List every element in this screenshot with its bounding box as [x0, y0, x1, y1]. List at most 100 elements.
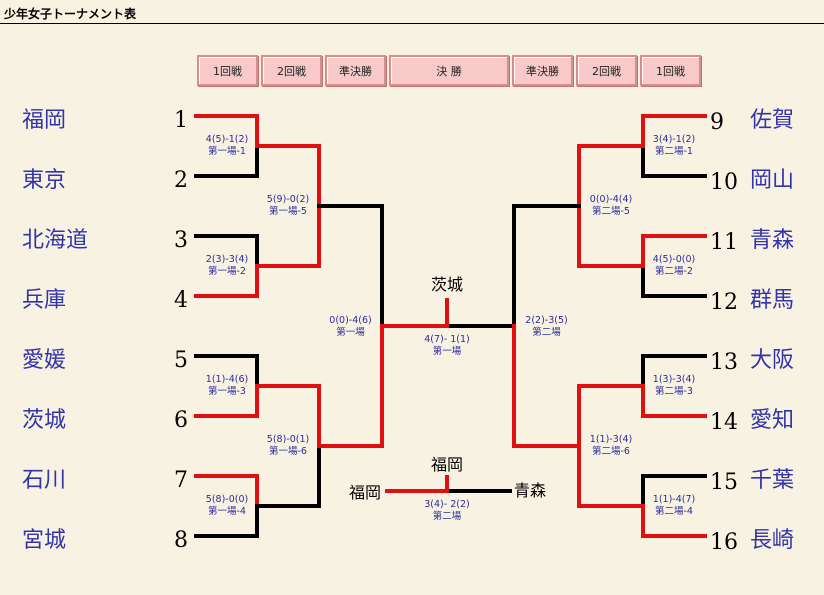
- bracket-line-right-sf-top: [512, 204, 581, 328]
- match-score-left-r2-1: 5(9)-0(2) 第一場-5: [257, 194, 319, 218]
- seed-left-4: 4: [174, 288, 188, 313]
- match-score-left-r1-1: 4(5)-1(2) 第一場-1: [197, 134, 257, 158]
- bracket-line-right-r2-1: [577, 144, 645, 208]
- team-name-left-2: 東京: [22, 168, 67, 193]
- score-text: 1(1)-4(7): [652, 494, 696, 505]
- round-header-right-r2: 2回戦: [576, 55, 637, 86]
- venue-text: 第二場-1: [655, 146, 693, 157]
- team-name-right-13: 大阪: [750, 348, 795, 373]
- venue-text: 第一場-4: [208, 506, 246, 517]
- venue-text: 第二場: [532, 327, 561, 338]
- seed-left-5: 5: [174, 348, 188, 373]
- score-text: 0(0)-4(6): [329, 315, 372, 326]
- seed-left-7: 7: [174, 468, 188, 493]
- match-score-third: 3(4)- 2(2) 第二場: [410, 499, 484, 523]
- team-name-right-9: 佐賀: [750, 108, 795, 133]
- team-name-right-12: 群馬: [750, 288, 795, 313]
- bracket-line-left-sf-top: [317, 204, 384, 328]
- third-place-right-team: 青森: [514, 481, 547, 500]
- score-text: 1(3)-3(4): [652, 374, 696, 385]
- bracket-line-left-sf-bottom: [317, 324, 384, 448]
- seed-right-11: 11: [710, 230, 738, 255]
- round-header-left-r2: 2回戦: [261, 55, 322, 86]
- match-score-right-r1-2: 4(5)-0(0) 第二場-2: [643, 254, 705, 278]
- match-score-right-r2-1: 0(0)-4(4) 第二場-5: [579, 194, 643, 218]
- title-divider: [0, 23, 824, 24]
- match-score-left-r2-2: 5(8)-0(1) 第一場-6: [257, 434, 319, 458]
- bracket-line-right-9: [641, 114, 707, 148]
- team-name-right-14: 愛知: [750, 408, 795, 433]
- bracket-line-left-r2-4: [255, 444, 321, 508]
- match-score-right-r1-4: 1(1)-4(7) 第二場-4: [643, 494, 705, 518]
- seed-left-3: 3: [174, 228, 188, 253]
- score-text: 2(3)-3(4): [205, 254, 249, 265]
- venue-text: 第二場-4: [655, 506, 693, 517]
- team-name-right-15: 千葉: [750, 468, 795, 493]
- bracket-line-left-4: [194, 264, 259, 298]
- round-header-right-sf: 準決勝: [512, 55, 573, 86]
- venue-text: 第二場-5: [592, 206, 630, 217]
- bracket-line-left-8: [194, 504, 259, 538]
- round-header-right-r1: 1回戦: [640, 55, 701, 86]
- seed-right-9: 9: [710, 110, 724, 135]
- team-name-left-7: 石川: [22, 468, 67, 493]
- round-header-left-sf: 準決勝: [325, 55, 386, 86]
- bracket-line-right-14: [641, 384, 707, 418]
- bracket-line-left-7: [194, 474, 259, 508]
- bracket-line-left-3: [194, 234, 259, 268]
- bracket-line-left-2: [194, 144, 259, 178]
- score-text: 4(5)-1(2): [205, 134, 249, 145]
- match-score-right-sf: 2(2)-3(5) 第二場: [514, 315, 579, 339]
- venue-text: 第一場-3: [208, 386, 246, 397]
- venue-text: 第一場-6: [269, 446, 307, 457]
- team-name-right-16: 長崎: [750, 528, 795, 553]
- bracket-line-right-r2-4: [577, 444, 645, 508]
- bracket-line-right-10: [641, 144, 707, 178]
- score-text: 4(5)-0(0): [652, 254, 696, 265]
- bracket-line-left-1: [194, 114, 259, 148]
- seed-left-1: 1: [174, 108, 188, 133]
- score-text: 1(1)-3(4): [589, 434, 633, 445]
- score-text: 3(4)- 2(2): [424, 499, 470, 510]
- team-name-left-4: 兵庫: [22, 288, 67, 313]
- venue-text: 第一場-2: [208, 266, 246, 277]
- team-name-left-8: 宮城: [22, 528, 67, 553]
- bracket-line-left-r2-3: [255, 384, 321, 448]
- match-score-right-r1-3: 1(3)-3(4) 第二場-3: [643, 374, 705, 398]
- bracket-line-right-12: [641, 264, 707, 298]
- team-name-right-10: 岡山: [750, 168, 795, 193]
- score-text: 5(8)-0(0): [205, 494, 249, 505]
- team-name-left-1: 福岡: [22, 108, 67, 133]
- score-text: 0(0)-4(4): [589, 194, 633, 205]
- score-text: 5(9)-0(2): [266, 194, 310, 205]
- bracket-line-right-11: [641, 234, 707, 268]
- venue-text: 第二場-2: [655, 266, 693, 277]
- bracket-line-left-r2-1: [255, 144, 321, 208]
- team-name-left-3: 北海道: [22, 228, 89, 253]
- bracket-line-right-sf-bottom: [512, 324, 581, 448]
- venue-text: 第一場-1: [208, 146, 246, 157]
- team-name-left-5: 愛媛: [22, 348, 67, 373]
- seed-right-14: 14: [710, 410, 738, 435]
- match-score-left-r1-2: 2(3)-3(4) 第一場-2: [197, 254, 257, 278]
- venue-text: 第二場-6: [592, 446, 630, 457]
- venue-text: 第一場-5: [269, 206, 307, 217]
- seed-right-12: 12: [710, 290, 738, 315]
- seed-right-13: 13: [710, 350, 738, 375]
- champion-label: 茨城: [431, 275, 464, 294]
- seed-left-2: 2: [174, 168, 188, 193]
- match-score-left-r1-4: 5(8)-0(0) 第一場-4: [197, 494, 257, 518]
- venue-text: 第二場-3: [655, 386, 693, 397]
- page-title: 少年女子トーナメント表: [4, 7, 137, 21]
- match-score-right-r1-1: 3(4)-1(2) 第二場-1: [643, 134, 705, 158]
- round-header-left-r1: 1回戦: [197, 55, 258, 86]
- bracket-line-right-16: [641, 504, 707, 538]
- match-score-right-r2-2: 1(1)-3(4) 第二場-6: [579, 434, 643, 458]
- bracket-line-left-5: [194, 354, 259, 388]
- seed-right-15: 15: [710, 470, 738, 495]
- team-name-left-6: 茨城: [22, 408, 67, 433]
- bracket-line-right-r2-3: [577, 384, 645, 448]
- seed-left-8: 8: [174, 528, 188, 553]
- team-name-right-11: 青森: [750, 228, 795, 253]
